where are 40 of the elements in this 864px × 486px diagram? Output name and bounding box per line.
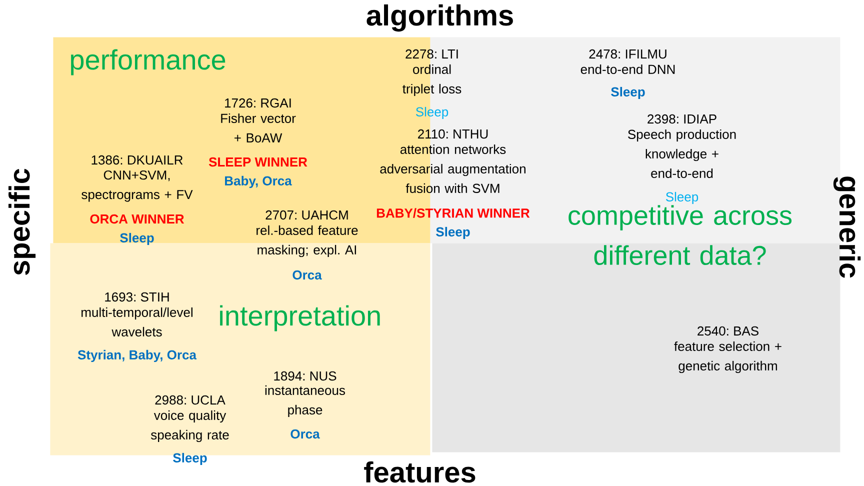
- dataset-label: Sleep: [611, 86, 645, 100]
- method-description: Speech production knowledge + end-to-end: [628, 129, 736, 178]
- method-description: multi-temporal/level wavelets: [82, 307, 192, 336]
- axis-label: specific: [8, 168, 36, 275]
- winner-label: SLEEP WINNER: [208, 157, 308, 167]
- winner-label: BABY/STYRIAN WINNER: [376, 208, 530, 218]
- entry-title: 2988: UCLA: [155, 395, 226, 405]
- method-description: instantaneous phase: [265, 385, 345, 418]
- dataset-label: Orca: [290, 429, 320, 439]
- entry-title: 2540: BAS: [698, 326, 758, 336]
- entry-title: 1726: RGAI: [225, 98, 291, 108]
- method-description: end-to-end DNN: [580, 64, 675, 74]
- dataset-label: Styrian, Baby, Orca: [78, 350, 197, 362]
- entry-title: 2110: NTHU: [418, 129, 488, 139]
- entry-title: 2398: IDIAP: [648, 114, 716, 124]
- entry-title: 1693: STIH: [105, 292, 169, 302]
- dataset-label: Sleep: [416, 106, 448, 120]
- entry-title: 2707: UAHCM: [266, 210, 348, 220]
- dataset-label: Sleep: [666, 192, 698, 204]
- entry-title: 1894: NUS: [274, 371, 336, 381]
- dataset-label: Baby, Orca: [225, 176, 292, 188]
- axis-label: features: [364, 461, 476, 483]
- axis-label: generic: [833, 176, 861, 278]
- entry-title: 1386: DKUAILR: [92, 155, 183, 165]
- quadrant-heading: competitive across different data?: [568, 205, 792, 266]
- winner-label: ORCA WINNER: [90, 214, 184, 224]
- dataset-label: Sleep: [120, 232, 154, 246]
- dataset-label: Sleep: [173, 452, 207, 466]
- dataset-label: Orca: [292, 270, 322, 280]
- entry-title: 2478: IFILMU: [589, 49, 666, 59]
- method-description: CNN+SVM, spectrograms + FV: [82, 170, 193, 202]
- method-description: voice quality speaking rate: [150, 410, 229, 442]
- method-description: ordinal triplet loss: [402, 64, 462, 96]
- axis-label: algorithms: [366, 4, 513, 32]
- method-description: feature selection + genetic algorithm: [674, 341, 782, 374]
- method-description: Fisher vector + BoAW: [221, 113, 296, 142]
- method-description: attention networks adversarial augmentation fusion with SVM: [380, 144, 526, 193]
- entry-title: 2278: LTI: [406, 49, 458, 59]
- method-description: rel.-based feature masking; expl. AI: [256, 225, 358, 258]
- dataset-label: Sleep: [436, 226, 470, 240]
